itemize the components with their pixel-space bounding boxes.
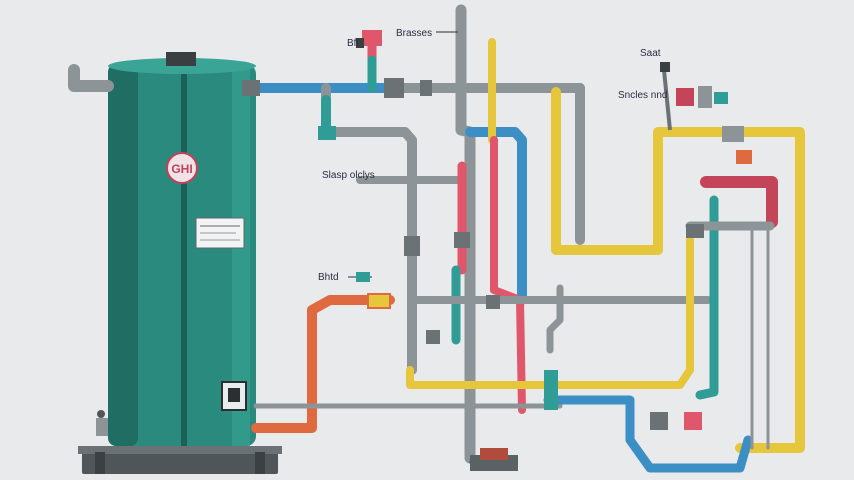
- tank-highlight: [232, 64, 250, 446]
- teal-right-vertical: [695, 195, 719, 400]
- relief-pipe-left: [68, 64, 114, 92]
- valve-top-red-cap: [356, 38, 364, 48]
- valve-top-red: [356, 30, 382, 48]
- fitting-low-1: [426, 330, 440, 344]
- fitting-bottom-right: [650, 412, 668, 430]
- gas-control-knob: [228, 388, 240, 402]
- label-brasses: Brasses: [396, 28, 432, 39]
- label-slasp-olclys: Slasp olclys: [322, 170, 375, 181]
- fitting-mid-cross: [404, 236, 420, 256]
- fitting-top-center-2: [420, 80, 432, 96]
- base-foot-2: [255, 452, 265, 474]
- drain-valve: [96, 418, 108, 436]
- tank-seam: [181, 64, 187, 446]
- water-heater-tank: GHI: [96, 52, 256, 446]
- valve-body-right-1: [676, 88, 694, 106]
- floor-flange-collar: [480, 448, 508, 460]
- yellow-bottom-horizontal: [406, 236, 694, 389]
- fitting-mid-cross-2: [454, 232, 470, 248]
- fitting-right-orange: [736, 150, 752, 164]
- label-bhtd-tag: [356, 272, 370, 282]
- fitting-right-gray: [686, 224, 704, 238]
- base-platform: [82, 448, 278, 474]
- label-saat: Saat: [640, 48, 661, 59]
- cold-riser-gray: [321, 83, 417, 375]
- fitting-right-top: [722, 126, 744, 142]
- small-stub-left: [546, 284, 564, 354]
- label-bhtd: Bhtd: [318, 272, 339, 283]
- label-sncles-nnd: Sncles nnd: [618, 90, 667, 101]
- flue-pipe: [166, 52, 196, 66]
- fitting-low-2: [486, 295, 500, 309]
- base-platform-top: [78, 446, 282, 454]
- tank-logo-text: GHI: [171, 162, 192, 176]
- fitting-tank-outlet: [242, 80, 260, 96]
- gas-control-box: [221, 381, 247, 411]
- valve-cluster-right: [660, 62, 728, 131]
- tank-logo-badge: [166, 152, 198, 184]
- fitting-bottom-right-2: [684, 412, 702, 430]
- red-vertical-center: [490, 136, 526, 414]
- tank-shadow: [108, 64, 138, 446]
- right-red-loop: [700, 176, 778, 228]
- label-bfl: Bfl: [347, 38, 359, 49]
- base-foot-1: [95, 452, 105, 474]
- drain-valve-handle: [97, 410, 105, 418]
- valve-handle-right: [660, 62, 670, 72]
- fitting-orange-valve: [367, 293, 391, 309]
- valve-body-right-3: [714, 92, 728, 104]
- valve-stem-right: [662, 69, 672, 131]
- fitting-low-3: [544, 370, 558, 410]
- yellow-right-loop: [551, 87, 805, 453]
- blue-lower-loop: [543, 395, 753, 473]
- orange-supply: [251, 295, 395, 433]
- valve-top-red-body: [362, 30, 382, 46]
- fitting-mid-left: [318, 126, 336, 140]
- valve-body-right-2: [698, 86, 712, 108]
- fitting-top-center: [384, 78, 404, 98]
